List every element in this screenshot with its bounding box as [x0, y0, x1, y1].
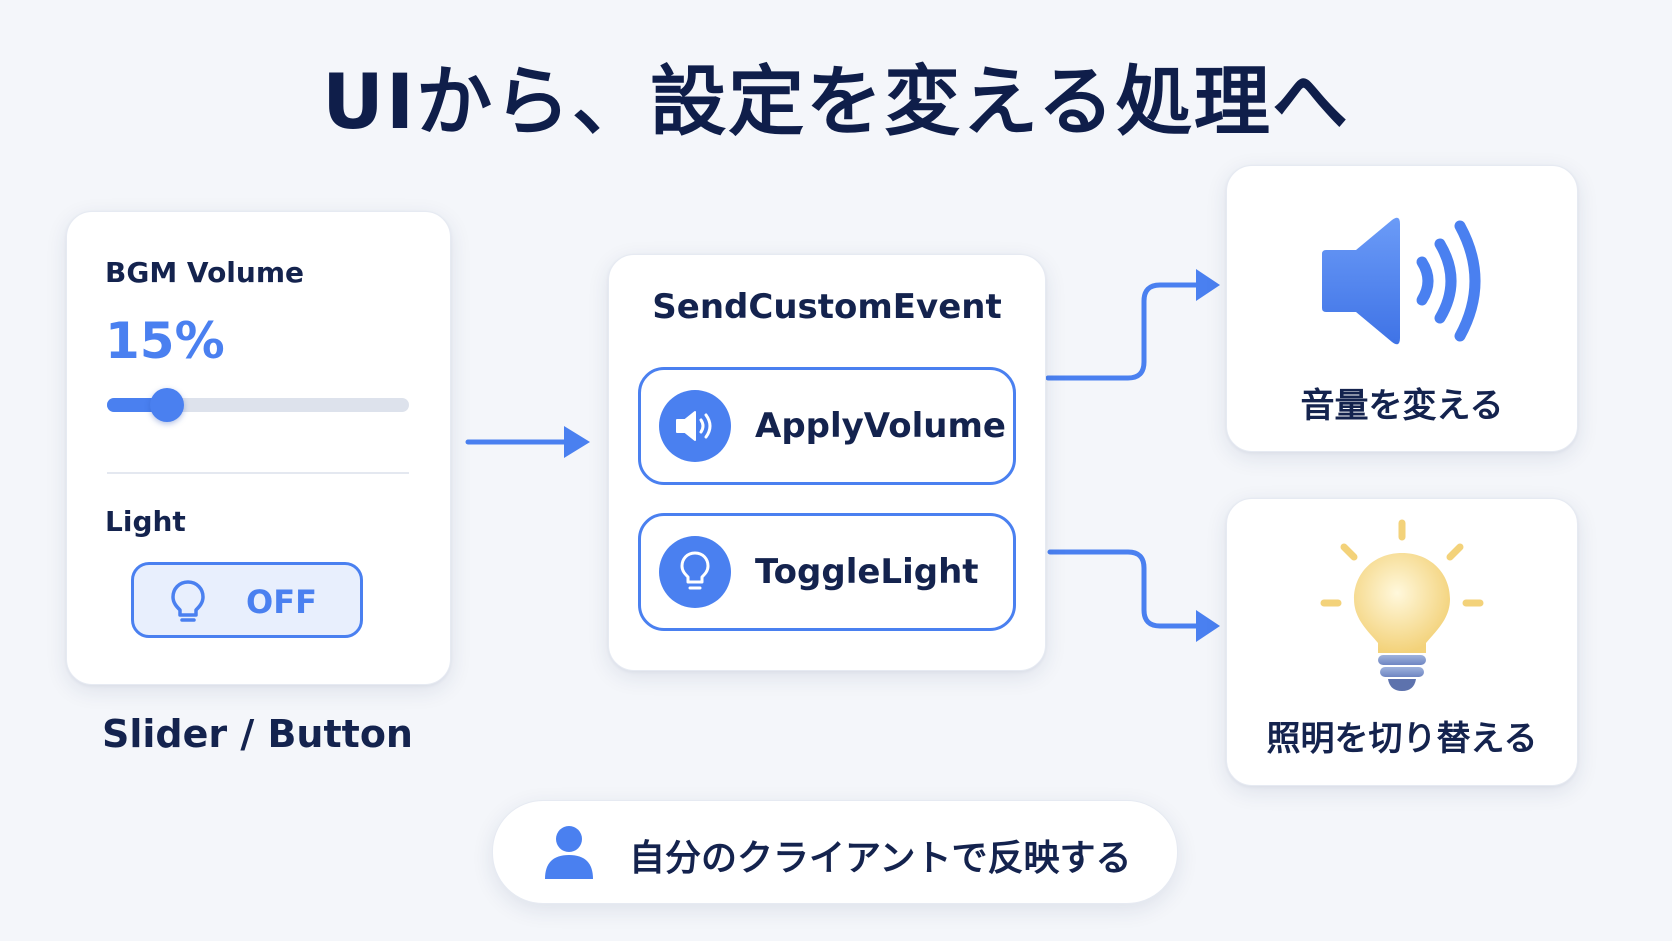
event-icon-circle: [659, 536, 731, 608]
lightbulb-icon: [1320, 519, 1484, 691]
speaker-icon: [676, 411, 712, 441]
arrow-to-light: [1047, 549, 1201, 629]
light-label: Light: [105, 505, 186, 538]
footer-note: 自分のクライアントで反映する: [492, 800, 1178, 904]
footer-text: 自分のクライアントで反映する: [629, 838, 1132, 879]
event-name: ApplyVolume: [755, 406, 1006, 446]
event-toggle-light[interactable]: ToggleLight: [638, 513, 1016, 631]
light-output-label: 照明を切り替える: [1266, 719, 1538, 759]
volume-value: 15%: [105, 312, 225, 370]
lightbulb-icon: [171, 580, 205, 622]
light-button-label: OFF: [246, 583, 317, 621]
speaker-icon: [1322, 217, 1481, 345]
user-icon: [545, 826, 593, 879]
lightbulb-icon: [680, 551, 710, 590]
volume-slider-thumb[interactable]: [150, 388, 185, 422]
event-card-title: SendCustomEvent: [652, 287, 1002, 327]
volume-slider[interactable]: [107, 388, 409, 422]
event-icon-circle: [659, 390, 731, 462]
volume-output-label: 音量を変える: [1300, 386, 1504, 426]
page-title: UIから、設定を変える処理へ: [322, 57, 1350, 146]
event-name: ToggleLight: [755, 552, 979, 592]
volume-output-card: 音量を変える: [1226, 165, 1578, 452]
event-apply-volume[interactable]: ApplyVolume: [638, 367, 1016, 485]
light-toggle-button[interactable]: OFF: [131, 562, 363, 638]
ui-controls-card: BGM Volume 15% Light OFF: [66, 211, 451, 685]
arrow-to-volume: [1045, 282, 1201, 381]
light-output-card: 照明を切り替える: [1226, 498, 1578, 786]
custom-event-card: SendCustomEvent ApplyVolume ToggleLight: [608, 254, 1046, 671]
volume-label: BGM Volume: [105, 256, 305, 289]
divider: [107, 472, 409, 474]
ui-caption: Slider / Button: [102, 712, 413, 756]
